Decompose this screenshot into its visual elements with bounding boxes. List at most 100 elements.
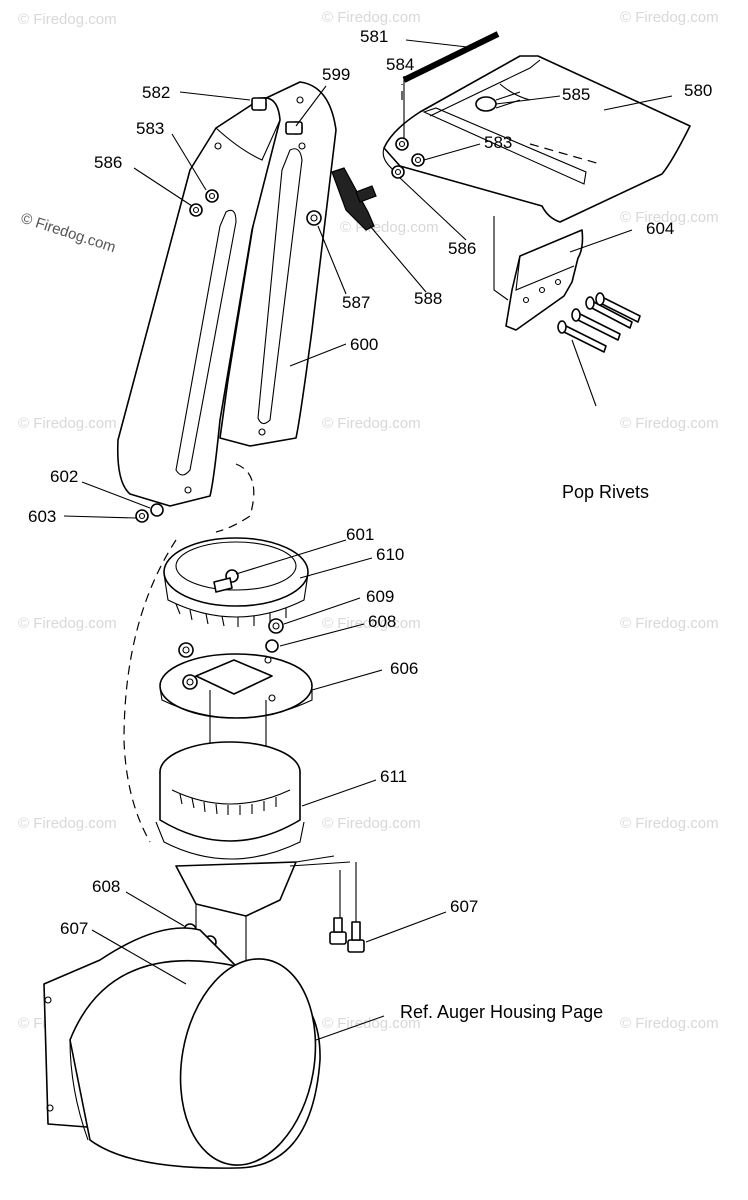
bolt-601-shank [213, 577, 233, 593]
rivet-hole [538, 286, 546, 294]
leader-609 [283, 597, 361, 625]
washer-583 [205, 189, 219, 203]
washer-hole [394, 168, 402, 176]
watermark: © Firedog.com [18, 615, 117, 632]
ring-610-inner [175, 541, 297, 591]
watermark: © Firedog.com [322, 815, 421, 832]
watermark: © Firedog.com [620, 415, 719, 432]
rivet-hole [522, 296, 530, 304]
washer-608 [265, 639, 279, 653]
watermark: © Firedog.com [620, 815, 719, 832]
leader-lines-bottom [91, 539, 447, 1041]
phantom-outline [123, 539, 177, 843]
washer [182, 674, 198, 690]
ring-gear-611-teeth-line [171, 789, 291, 805]
auger-housing-curve [69, 1039, 89, 1141]
rubber-strip-581 [402, 31, 500, 83]
rivet-head [571, 308, 581, 322]
label-582: 582 [142, 83, 170, 102]
leader-586b [399, 177, 467, 241]
deflector-580 [383, 55, 691, 223]
leader-580 [603, 95, 673, 111]
ring-610-wall [163, 573, 309, 618]
label-587: 587 [342, 293, 370, 312]
watermark: © Firedog.com [620, 9, 719, 26]
washer-583 [411, 153, 425, 167]
bolt-hole [268, 694, 276, 702]
dash-line [529, 143, 601, 165]
bracket-front-top-edge [215, 119, 281, 161]
screw-607 [347, 939, 365, 953]
label-585: 585 [562, 85, 590, 104]
rivet-head [557, 320, 567, 334]
bolt-hole [46, 1104, 54, 1112]
mount-guide-v [339, 862, 357, 930]
leader-585 [495, 95, 561, 105]
label-602: 602 [50, 467, 78, 486]
label-609: 609 [366, 587, 394, 606]
deflector-assembly [116, 31, 691, 523]
label-611: 611 [380, 767, 407, 786]
bolt-hole [214, 142, 222, 150]
phantom-outline [215, 463, 255, 533]
label-603: 603 [28, 507, 56, 526]
label-584: 584 [386, 55, 414, 74]
label-607a: 607 [450, 897, 478, 916]
bolt-hole [44, 996, 52, 1004]
watermark: © Firedog.com [18, 415, 117, 432]
leader-611 [301, 779, 377, 807]
auger-housing-opening [179, 958, 317, 1166]
label-583b: 583 [484, 133, 512, 152]
leader-608b [125, 891, 185, 927]
leader-603 [63, 515, 137, 519]
bracket-rear-slot [257, 148, 303, 425]
bolt-hole [296, 96, 304, 104]
bracket-rear [219, 81, 337, 447]
leader-599 [295, 85, 327, 127]
watermark: © Firedog.com [620, 209, 719, 226]
label-608: 608 [368, 612, 396, 631]
slot-arc [499, 83, 531, 101]
label-580: 580 [684, 81, 712, 100]
ring-gear-611-teeth [179, 793, 277, 815]
leader-600 [289, 343, 347, 367]
note-ref-auger-housing: Ref. Auger Housing Page [400, 1002, 603, 1022]
label-588: 588 [414, 289, 442, 308]
bolt-hole [298, 142, 306, 150]
pop-rivets [557, 292, 641, 353]
handle-knob-588 [331, 167, 375, 231]
leader-583 [171, 133, 207, 191]
bolt-head [251, 97, 267, 111]
handle-knob-stem [355, 185, 377, 203]
bracket-front-slot [175, 209, 237, 476]
nut-hole [310, 214, 318, 222]
leader-607b [91, 929, 187, 985]
leader-606 [311, 669, 383, 691]
washer-hole [208, 192, 216, 200]
leader-lines-top [63, 39, 673, 519]
watermark: © Firedog.com [322, 1015, 421, 1032]
rotation-assembly [43, 463, 365, 1169]
rivet-head [595, 292, 605, 306]
nut-603 [135, 509, 149, 523]
deflector-fold [422, 107, 587, 185]
nut-609 [268, 618, 284, 634]
watermark-primary: © Firedog.com [19, 210, 118, 257]
bolt-hole [184, 486, 192, 494]
watermark: © Firedog.com [620, 1015, 719, 1032]
leader-587 [317, 225, 347, 295]
flange-606-edge [159, 687, 313, 719]
washer-hole [414, 156, 422, 164]
watermark: © Firedog.com [322, 9, 421, 26]
label-610: 610 [376, 545, 404, 564]
watermark: © Firedog.com [620, 615, 719, 632]
label-586: 586 [94, 153, 122, 172]
label-606: 606 [390, 659, 418, 678]
deflector-edge [429, 59, 541, 117]
leader-608 [279, 623, 365, 647]
label-583: 583 [136, 119, 164, 138]
nut-hole [182, 646, 190, 654]
leader-ref-auger [315, 1015, 385, 1041]
label-586b: 586 [448, 239, 476, 258]
washer-586 [189, 203, 203, 217]
